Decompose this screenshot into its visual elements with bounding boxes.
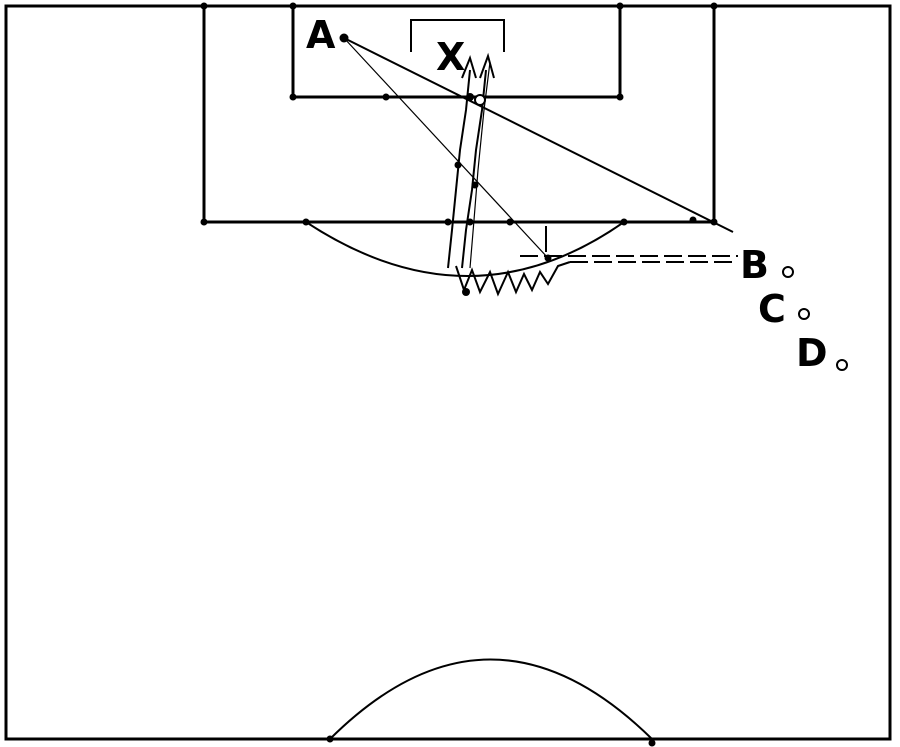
junction-dot <box>326 735 334 743</box>
label-x: X <box>436 35 465 79</box>
junction-dot <box>200 218 208 226</box>
junction-dot <box>302 218 310 226</box>
pass-line-a-b <box>343 37 734 233</box>
penalty-arc <box>305 221 625 277</box>
arrowhead-run-left <box>461 54 477 79</box>
junction-dot <box>289 2 297 10</box>
junction-dot <box>710 2 718 10</box>
junction-dot <box>471 181 479 189</box>
junction-dot <box>710 218 718 226</box>
junction-dot <box>616 2 624 10</box>
junction-dot <box>648 739 656 747</box>
pitch-boundary <box>4 4 892 741</box>
junction-dot <box>620 218 628 226</box>
hollow-marker <box>474 94 486 106</box>
goal-area <box>291 6 622 99</box>
start-dot-a <box>339 33 349 43</box>
junction-dot <box>616 93 624 101</box>
junction-dot <box>466 93 474 101</box>
junction-dot <box>382 93 390 101</box>
junction-dot <box>462 288 470 296</box>
penalty-area <box>202 6 716 224</box>
junction-dot <box>466 218 474 226</box>
label-d: D <box>796 331 828 375</box>
pass-line-a-arc <box>343 37 549 259</box>
cone-b-marker <box>782 266 794 278</box>
cone-c-marker <box>798 308 810 320</box>
label-a: A <box>306 13 336 57</box>
run-path-left <box>447 69 471 269</box>
goal <box>410 19 505 52</box>
junction-dot <box>544 254 552 262</box>
cone-d-marker <box>836 359 848 371</box>
junction-dot <box>444 218 452 226</box>
label-c: C <box>758 287 786 331</box>
junction-dot <box>689 216 697 224</box>
junction-dot <box>506 218 514 226</box>
run-path-mid <box>469 61 491 269</box>
junction-dot <box>454 161 462 169</box>
center-circle-arc <box>329 658 653 740</box>
label-b: B <box>740 243 769 287</box>
junction-dot <box>289 93 297 101</box>
dribble-zigzag <box>455 261 571 297</box>
junction-dot <box>200 2 208 10</box>
arrowhead-run-right <box>479 52 495 79</box>
